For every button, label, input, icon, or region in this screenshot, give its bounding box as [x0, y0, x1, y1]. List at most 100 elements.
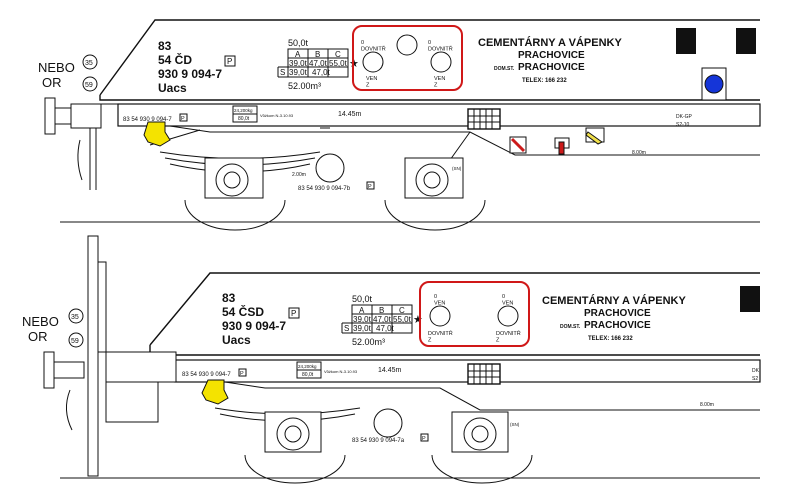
axle-label-top: (SN)	[452, 166, 462, 171]
table-cell: 47,0t	[373, 315, 392, 324]
load-table-bottom: A B C 39,0t 47,0t 55,0t S 39,0t 47,0t ★	[341, 304, 423, 334]
frame-number-bottom-box-top: P	[368, 184, 372, 190]
table-cell: 47,0t	[309, 59, 328, 68]
wagon-code-line3: 930 9 094-7	[158, 67, 222, 81]
wagon-code-line2: 54 ČSD	[222, 304, 264, 319]
company-name-2: PRACHOVICE	[584, 308, 651, 319]
length-mark-bottom: 14.45m	[378, 367, 402, 374]
right-code-1-bottom: DK	[752, 368, 760, 374]
frame-tare-2: 80,0t	[302, 372, 314, 378]
table-row-label: S	[280, 68, 285, 77]
placard-icon	[736, 28, 756, 54]
circle-mark-a: 35	[85, 60, 93, 67]
frame-tare-1: 24,200kg	[234, 108, 253, 113]
company-name-3: PRACHOVICE	[518, 62, 585, 73]
wagon-code-box: P	[291, 309, 296, 318]
table-cell: 39,0t	[353, 324, 372, 333]
company-name-1: CEMENTÁRNY A VÁPENKY	[542, 294, 686, 307]
frame-number-bottom-box-bottom: P	[422, 436, 426, 442]
center-distance-bottom: 8.00m	[700, 402, 714, 408]
length-mark-top: 14.45m	[338, 111, 362, 118]
tank-body-top	[99, 19, 760, 101]
grille-icon	[467, 108, 501, 130]
valve-box-bottom	[419, 281, 530, 347]
end-frame-bottom	[43, 235, 177, 477]
circle-mark-b: 59	[71, 338, 79, 345]
wagon-code-line1: 83	[158, 39, 172, 53]
frame-small-text: Vůžkom N-3.10.93	[324, 369, 358, 374]
bogie-right-bottom	[431, 411, 533, 484]
placard-icon	[740, 286, 760, 312]
frame-box-top: P	[181, 116, 185, 122]
wagon-code-box: P	[227, 57, 232, 66]
axle-label-bottom: (SN)	[510, 422, 520, 427]
right-code-1-top: DK-GP	[676, 114, 693, 120]
coupler-hook-icon	[201, 379, 229, 405]
table-header-a: A	[359, 306, 365, 315]
company-prefix: DOM.ST.	[494, 66, 515, 72]
volume-top: 52.00m³	[352, 337, 385, 347]
placard-icon	[676, 28, 696, 54]
bogie-right-top	[384, 157, 486, 231]
lever-red-top	[510, 137, 526, 153]
alt-label-or: OR	[42, 75, 62, 90]
table-cell: 47,0t	[376, 324, 395, 333]
circle-mark-b: 59	[85, 82, 93, 89]
frame-number-top: 83 54 930 9 094-7	[123, 117, 172, 123]
table-cell: 39,0t	[289, 68, 308, 77]
svg-text:★: ★	[413, 314, 423, 326]
bogie-left-bottom	[214, 407, 361, 484]
manhole-top	[315, 153, 345, 183]
table-header-a: A	[295, 50, 301, 59]
frame-number-bottom-bottom: 83 54 930 9 094-7a	[352, 438, 405, 444]
capacity-top: 50,0t	[352, 294, 373, 304]
volume-top: 52.00m³	[288, 81, 321, 91]
wagon-top: NEBO OR 35 59 83 54 ČD P 930 9 094-7 Uac…	[38, 19, 761, 231]
alt-label-or: OR	[28, 329, 48, 344]
table-cell: 55,0t	[393, 315, 412, 324]
load-table-top: A B C 39,0t 47,0t 55,0t S 39,0t 47,0t ★	[277, 48, 359, 78]
wagon-code-line4: Uacs	[158, 81, 187, 95]
table-header-b: B	[379, 306, 384, 315]
capacity-top: 50,0t	[288, 38, 309, 48]
table-cell: 47,0t	[312, 68, 331, 77]
right-code-2-bottom: S2	[752, 376, 758, 382]
wagon-code-line1: 83	[222, 291, 236, 305]
circle-mark-a: 35	[71, 314, 79, 321]
table-cell: 55,0t	[329, 59, 348, 68]
valve-box-top	[352, 25, 463, 91]
table-header-c: C	[335, 50, 341, 59]
manhole-bottom	[373, 408, 403, 438]
company-prefix: DOM.ST.	[560, 324, 581, 330]
frame-tare-1: 24,200kg	[298, 364, 317, 369]
frame-number-top: 83 54 930 9 094-7	[182, 372, 231, 378]
right-code-2-top: S2-10	[676, 122, 690, 128]
frame-tare-2: 80,0t	[238, 116, 250, 122]
buffer-icon	[44, 97, 102, 190]
wagon-code-line4: Uacs	[222, 333, 251, 347]
frame-number-bottom-top: 83 54 930 9 094-7b	[298, 186, 351, 192]
frame-box-top: P	[240, 371, 244, 377]
wagon-bottom: NEBO OR 35 59 83 54 ČSD P 930 9 094-7 Ua…	[22, 235, 761, 484]
table-row-label: S	[344, 324, 349, 333]
company-name-2: PRACHOVICE	[518, 50, 585, 61]
wagon-code-line2: 54 ČD	[158, 52, 192, 67]
table-cell: 39,0t	[353, 315, 372, 324]
lamp-icon	[704, 74, 724, 94]
company-name-3: PRACHOVICE	[584, 320, 651, 331]
bogie-left-top	[159, 151, 321, 231]
alt-label-nebo: NEBO	[22, 314, 59, 329]
telex-top: TELEX: 166 232	[522, 78, 567, 84]
alt-label-nebo: NEBO	[38, 60, 75, 75]
frame-small-text: Vůžkom N-3.10.93	[260, 113, 294, 118]
company-name-1: CEMENTÁRNY A VÁPENKY	[478, 36, 622, 49]
